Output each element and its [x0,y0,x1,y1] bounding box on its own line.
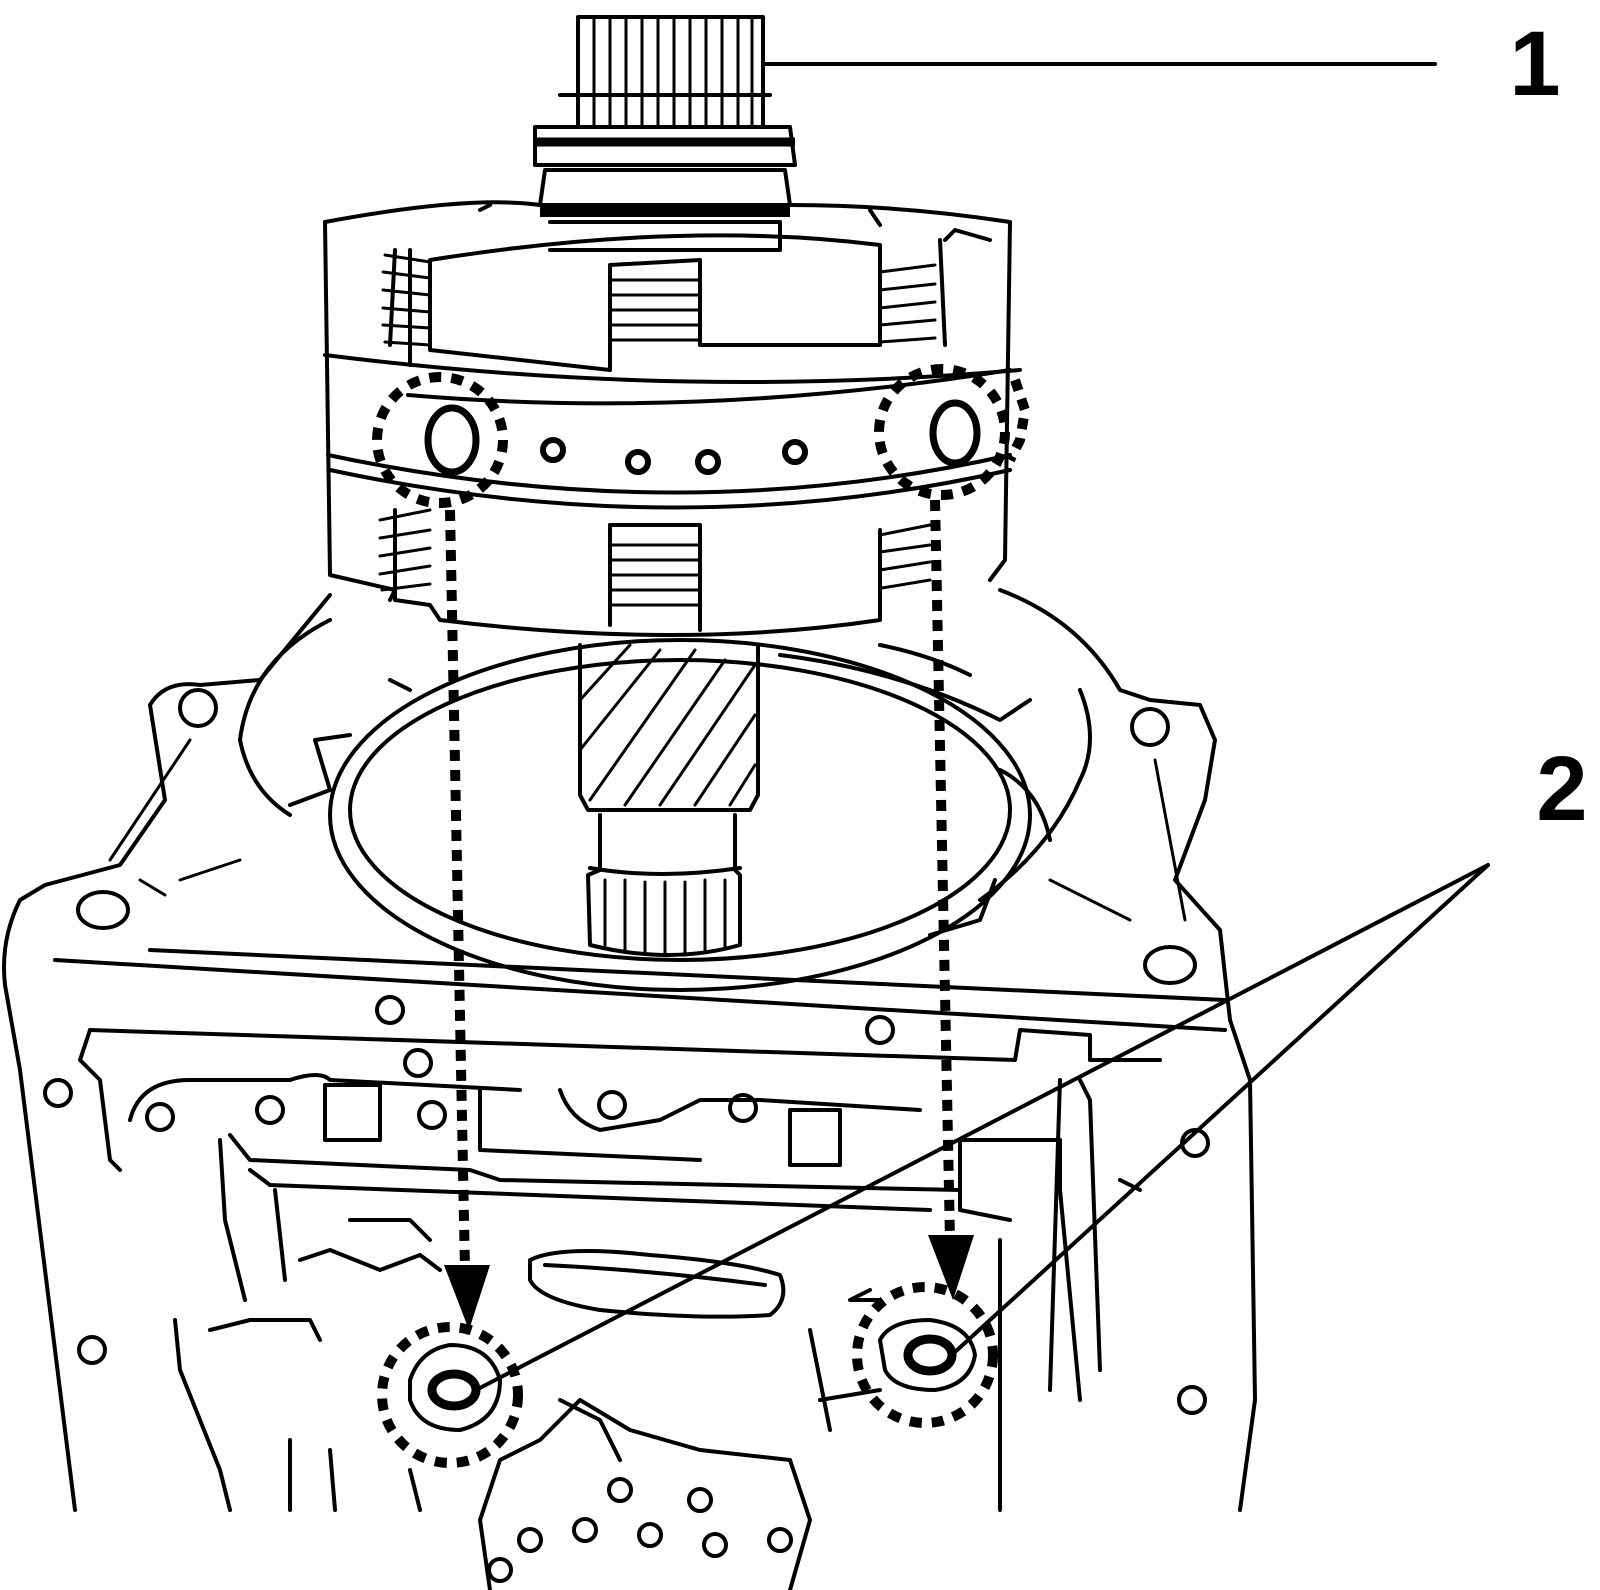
transmission-case [2,588,1257,1590]
callout-2: 2 [474,738,1588,1392]
housing-port-right [929,399,981,467]
alignment-arrows [444,499,974,1330]
callout-label-2: 2 [1536,738,1587,840]
input-shaft-clutch-assembly [323,15,1031,957]
case-fluid-hole-right [903,1334,957,1376]
callout-label-1: 1 [1509,13,1560,115]
arrow-head-right [928,1235,974,1300]
arrow-head-left [444,1265,490,1330]
callout-1: 1 [761,13,1561,115]
case-fluid-hole-left [427,1369,481,1411]
housing-port-left [424,404,480,476]
